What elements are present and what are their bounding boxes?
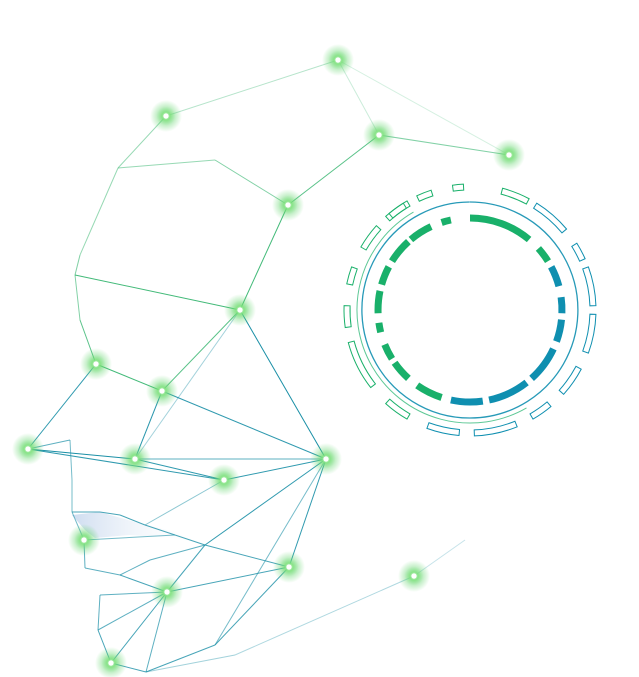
- node-core: [285, 202, 291, 208]
- ring-outer-segment: [451, 183, 465, 192]
- ring-inner-segment: [374, 290, 384, 314]
- ring-inner-segment: [415, 382, 443, 401]
- ring-outer-segment: [500, 187, 530, 205]
- mesh-edge: [74, 274, 81, 321]
- hud-ring: [343, 183, 597, 437]
- mesh-edge: [145, 654, 236, 673]
- node-core: [164, 589, 170, 595]
- mesh-edge: [204, 458, 327, 546]
- mesh-edge: [134, 309, 241, 460]
- node-core: [132, 456, 138, 462]
- mesh-edge: [239, 309, 327, 460]
- ring-inner-segment: [548, 265, 563, 288]
- mesh-edge: [161, 309, 241, 392]
- ring-inner-segment: [535, 246, 551, 264]
- ring-outer-segment: [343, 305, 352, 329]
- ring-inner-segment: [553, 319, 565, 343]
- ring-inner-segment: [557, 296, 566, 314]
- mesh-edge: [149, 544, 206, 561]
- mesh-edge: [166, 566, 290, 593]
- mesh-edge: [74, 254, 81, 276]
- node-core: [221, 477, 227, 483]
- mesh-edge: [287, 134, 380, 206]
- ring-inner-segment: [408, 223, 433, 243]
- ring-outer-segment: [473, 420, 518, 437]
- node-core: [159, 388, 165, 394]
- mesh-edge: [119, 559, 151, 576]
- ring-outer-segment: [347, 340, 377, 389]
- ring-outer-segment: [416, 189, 434, 202]
- ring-outer-segment: [360, 224, 382, 251]
- ring-outer-segment: [346, 266, 358, 286]
- ring-thin: [361, 201, 579, 419]
- mesh-edge: [214, 566, 290, 646]
- ring-outer-segment: [384, 202, 408, 222]
- ring-inner-segment: [440, 216, 452, 226]
- node-core: [506, 152, 512, 158]
- node-core: [237, 307, 243, 313]
- ring-inner-segment: [488, 379, 529, 404]
- mesh-edge: [288, 458, 327, 568]
- mesh-edge: [174, 534, 206, 546]
- mesh-edge: [337, 59, 510, 156]
- node-core: [108, 660, 114, 666]
- mesh-edge: [74, 274, 241, 311]
- ring-inner-segment: [391, 360, 411, 382]
- ring-inner-segment: [450, 396, 484, 406]
- node-core: [323, 456, 329, 462]
- mesh-edge: [69, 439, 73, 481]
- ring-outer-segment: [532, 202, 568, 234]
- ring-outer-segment: [529, 401, 552, 420]
- mesh-edge: [223, 458, 327, 481]
- node-core: [335, 57, 341, 63]
- ring-inner-segment: [389, 239, 411, 264]
- node-core: [376, 132, 382, 138]
- mesh-edge: [119, 514, 146, 526]
- mesh-edge: [97, 594, 101, 631]
- node-core: [25, 446, 31, 452]
- lip-shading: [72, 512, 205, 545]
- mesh-edge: [214, 458, 327, 646]
- node-core: [93, 361, 99, 367]
- mesh-edge: [79, 167, 119, 256]
- mesh-edge: [99, 511, 121, 516]
- ring-outer-segment: [582, 266, 597, 307]
- node-core: [81, 537, 87, 543]
- node-core: [411, 573, 417, 579]
- mesh-nodes: [12, 44, 525, 677]
- mesh-edge: [84, 567, 121, 576]
- ring-inner-segment: [529, 347, 557, 381]
- mesh-edge: [27, 448, 136, 460]
- mesh-edge: [144, 524, 176, 536]
- ring-outer-segment: [558, 365, 582, 396]
- ring-outer-segment: [426, 422, 461, 437]
- ring-inner-segment: [378, 265, 392, 286]
- ring-inner-segment: [469, 214, 532, 243]
- ring-thin-outer: [356, 211, 527, 424]
- mesh-edge: [239, 204, 289, 311]
- mesh-edge: [161, 390, 327, 460]
- node-core: [286, 564, 292, 570]
- ring-inner-segment: [375, 322, 385, 334]
- ring-outer-segment: [384, 398, 411, 420]
- ring-outer-segment: [571, 242, 586, 262]
- mesh-edge: [165, 59, 339, 117]
- mesh-edge: [117, 159, 216, 169]
- mesh-edge: [234, 575, 415, 656]
- node-core: [163, 113, 169, 119]
- ring-inner-segment: [381, 343, 395, 361]
- ring-outer-segment: [388, 200, 411, 219]
- ring-outer-segment: [582, 313, 597, 354]
- mesh-edge: [378, 134, 510, 156]
- mesh-edge: [27, 363, 97, 450]
- mesh-edge: [145, 644, 216, 673]
